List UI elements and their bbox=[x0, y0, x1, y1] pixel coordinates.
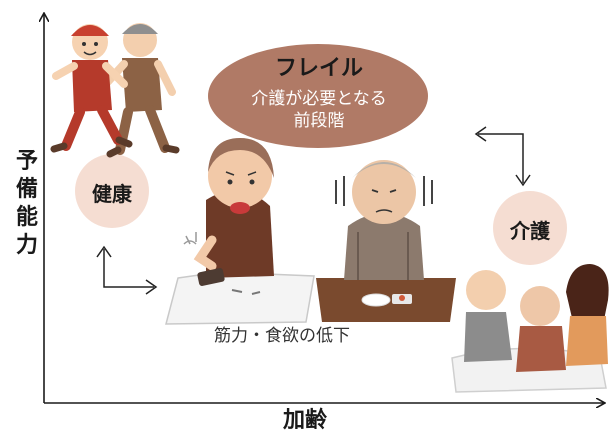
frailty-care-arrow bbox=[474, 126, 531, 187]
frailty-subtitle-line2: 前段階 bbox=[293, 111, 345, 131]
health-frailty-arrow bbox=[96, 245, 158, 295]
frailty-subtitle-line1: 介護が必要となる bbox=[251, 89, 387, 109]
frailty-title: フレイル bbox=[274, 56, 363, 81]
caregiving-family-illustration bbox=[451, 264, 609, 393]
healthy-couple-illustration bbox=[50, 23, 180, 158]
care-circle bbox=[493, 191, 567, 265]
health-circle bbox=[75, 154, 149, 228]
decline-caption: 筋力・食欲の低下 bbox=[214, 326, 350, 346]
y-axis-label: 予備能力 bbox=[14, 148, 40, 260]
x-axis-label: 加齢 bbox=[283, 408, 328, 433]
frailty-bubble bbox=[208, 44, 428, 148]
care-label: 介護 bbox=[510, 219, 550, 243]
poor-appetite-illustration bbox=[316, 160, 456, 322]
weak-grip-illustration bbox=[165, 138, 315, 325]
frailty-subtitle: 介護が必要となる 前段階 bbox=[210, 88, 428, 132]
y-axis-label-text: 予備能力 bbox=[15, 149, 38, 258]
health-label: 健康 bbox=[92, 182, 132, 206]
